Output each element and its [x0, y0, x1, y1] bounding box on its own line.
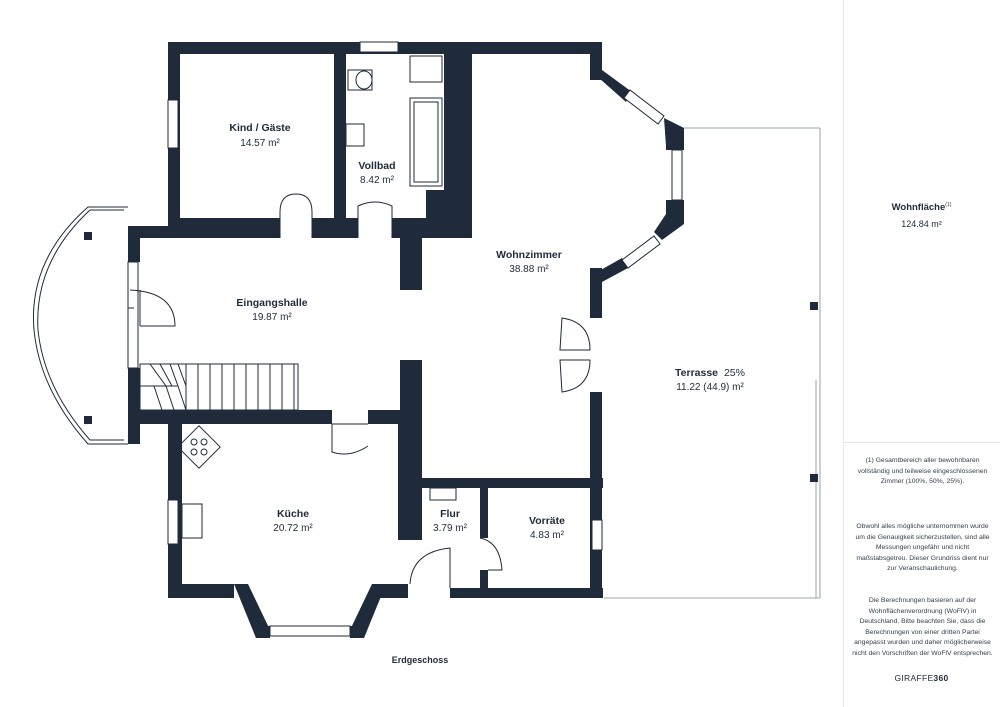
terrasse-pct: 25%	[724, 367, 745, 379]
room-area-kind-gaeste: 14.57 m²	[240, 138, 280, 149]
wohnflaeche-marker: (1)	[945, 202, 952, 208]
terrasse-name: Terrasse	[675, 367, 718, 379]
footnote: (1) Gesamtbereich aller bewohnbaren voll…	[857, 457, 988, 486]
doors	[279, 193, 591, 588]
walls	[128, 42, 684, 638]
windows	[127, 41, 683, 637]
room-name-vollbad: Vollbad	[358, 160, 395, 172]
floor-label: Erdgeschoss	[391, 655, 449, 665]
room-area-terrasse: 11.22 (44.9) m²	[676, 382, 744, 393]
stairs	[139, 363, 299, 411]
brand-prefix: GIRAFFE	[894, 673, 934, 683]
room-name-vorraete: Vorräte	[529, 515, 565, 527]
room-name-kueche: Küche	[277, 508, 309, 520]
room-labels: Kind / Gäste 14.57 m² Vollbad 8.42 m² Wo…	[229, 122, 745, 541]
terrace	[604, 127, 821, 599]
room-name-kind-gaeste: Kind / Gäste	[229, 122, 290, 134]
wohnflaeche-value: 124.84 m²	[901, 219, 942, 229]
room-name-flur: Flur	[440, 508, 460, 520]
fixtures	[177, 55, 457, 539]
brand-logo: GIRAFFE360	[843, 673, 1000, 683]
room-area-vollbad: 8.42 m²	[360, 175, 395, 186]
room-area-kueche: 20.72 m²	[273, 523, 313, 534]
room-name-eingangshalle: Eingangshalle	[236, 297, 307, 309]
room-area-flur: 3.79 m²	[433, 523, 468, 534]
room-area-wohnzimmer: 38.88 m²	[509, 264, 549, 275]
room-name-terrasse: Terrasse 25%	[675, 367, 745, 379]
room-area-eingangshalle: 19.87 m²	[252, 312, 292, 323]
brand-suffix: 360	[933, 673, 949, 683]
entrance-bay	[32, 206, 176, 445]
room-name-wohnzimmer: Wohnzimmer	[496, 249, 562, 261]
disclaimer-accuracy: Obwohl alles mögliche unternommen wurde …	[855, 523, 990, 573]
wohnflaeche-label: Wohnfläche(1)	[843, 202, 1000, 213]
room-area-vorraete: 4.83 m²	[530, 530, 565, 541]
sidebar-divider	[843, 442, 1000, 443]
wohnflaeche-label-text: Wohnfläche	[891, 202, 946, 214]
disclaimer-wofliv: Die Berechnungen basieren auf der Wohnfl…	[852, 597, 993, 657]
info-sidebar	[843, 0, 1000, 707]
